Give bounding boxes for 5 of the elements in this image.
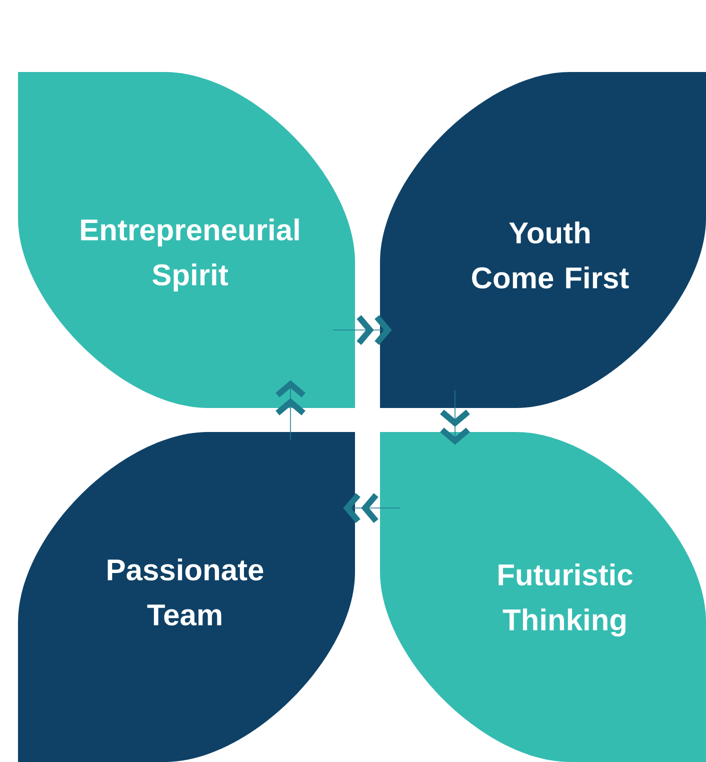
petal-box: Passionate Team bbox=[18, 432, 355, 762]
petal-box: Entrepreneurial Spirit bbox=[18, 72, 355, 408]
petal-box: Youth Come First bbox=[380, 72, 706, 408]
chevron-arrow bbox=[276, 380, 306, 440]
petal-box: Futuristic Thinking bbox=[380, 432, 706, 762]
